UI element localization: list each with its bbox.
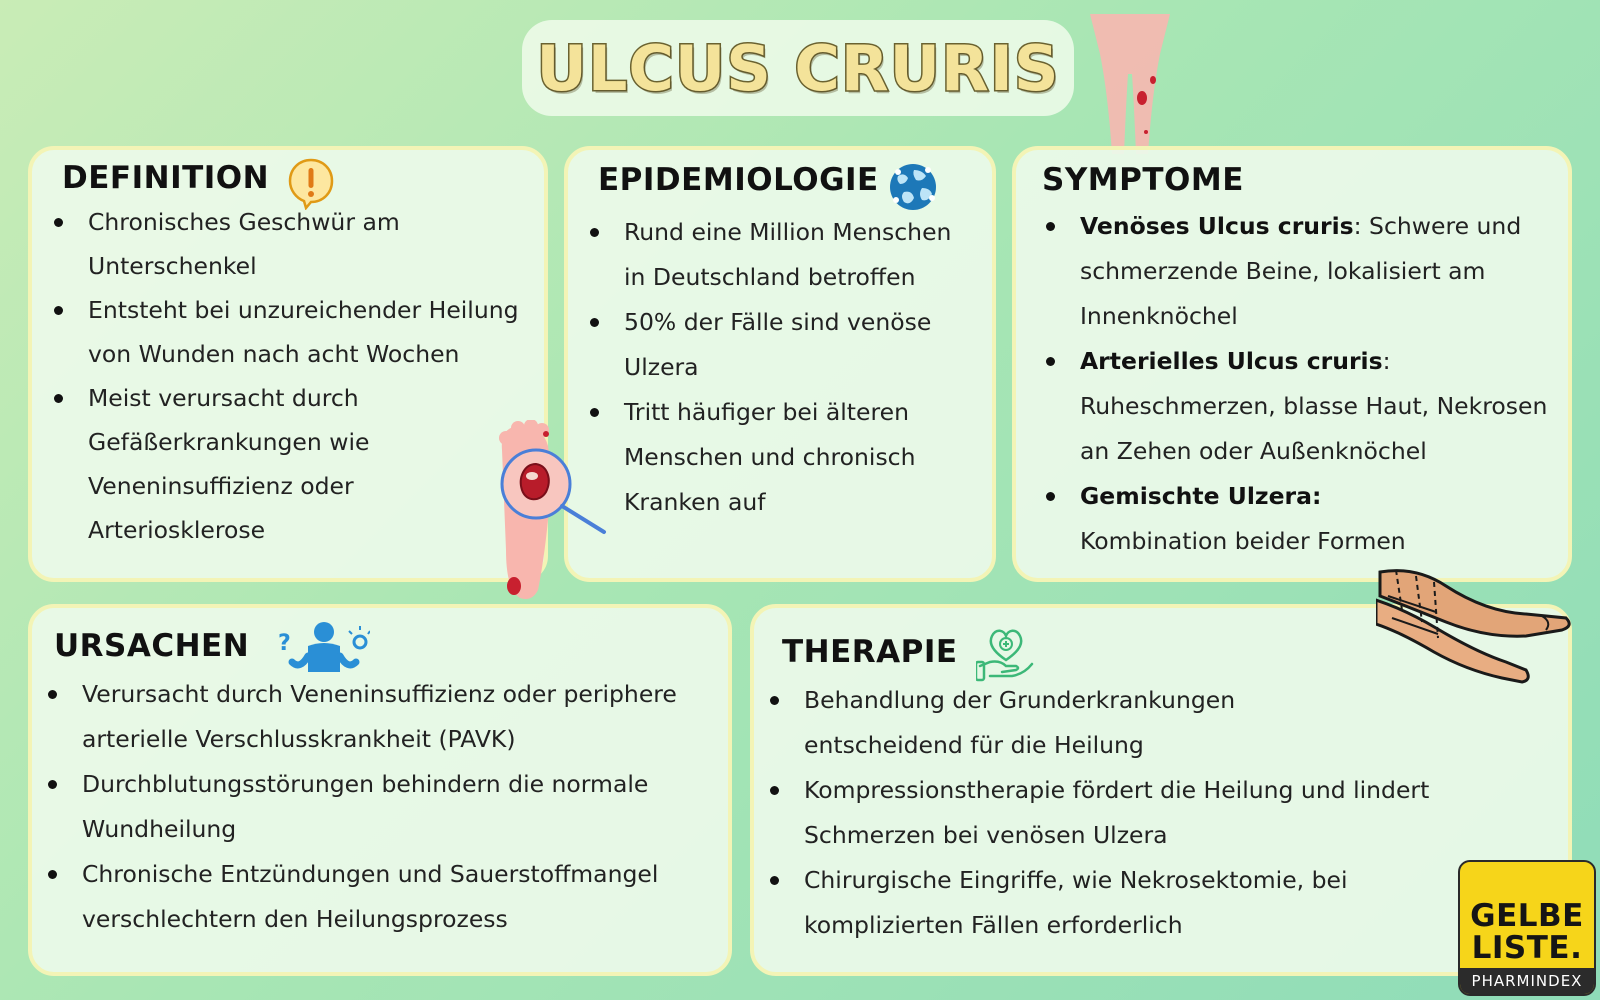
page-title: ULCUS CRURIS [535,30,1060,106]
gelbe-liste-logo: GELBE LISTE. PHARMINDEX [1458,860,1596,996]
list-item: Durchblutungsstörungen behindern die nor… [48,762,724,852]
epidemiologie-card: EPIDEMIOLOGIE Rund eine Million Menschen… [564,146,996,582]
epidemiologie-heading: EPIDEMIOLOGIE [598,162,879,198]
ursachen-heading: URSACHEN [54,628,250,664]
globe-icon [890,164,936,210]
list-item: Verursacht durch Veneninsuffizienz oder … [48,672,724,762]
list-item: 50% der Fälle sind venöse Ulzera [590,300,980,390]
list-item: Meist verursacht durch Gefäßerkrankungen… [54,376,534,552]
list-item: Venöses Ulcus cruris: Schwere und schmer… [1046,204,1566,339]
title-banner: ULCUS CRURIS [522,20,1074,116]
therapie-list: Behandlung der Grunderkrankungen entsche… [770,678,1460,948]
ursachen-list: Verursacht durch Veneninsuffizienz oder … [48,672,724,942]
definition-heading: DEFINITION [62,160,270,196]
list-item: Tritt häufiger bei älteren Menschen und … [590,390,980,525]
svg-text:?: ? [278,631,291,656]
list-item: Entsteht bei unzureichender Heilung von … [54,288,534,376]
list-item: Gemischte Ulzera: Kombination beider For… [1046,474,1566,564]
ursachen-card: URSACHEN ? Verursacht durch Veneninsuffi… [28,604,732,976]
exclamation-icon [288,158,334,210]
logo-sub: PHARMINDEX [1460,968,1594,994]
list-item: Kompressionstherapie fördert die Heilung… [770,768,1460,858]
list-item: Rund eine Million Menschen in Deutschlan… [590,210,980,300]
logo-line2: LISTE. [1471,930,1583,966]
list-item: Chirurgische Eingriffe, wie Nekrosektomi… [770,858,1460,948]
compression-stocking-illustration [1376,569,1571,684]
therapie-heading: THERAPIE [782,634,958,670]
symptome-list: Venöses Ulcus cruris: Schwere und schmer… [1046,204,1566,564]
logo-line1: GELBE [1470,898,1584,934]
list-item: Behandlung der Grunderkrankungen entsche… [770,678,1460,768]
symptome-heading: SYMPTOME [1042,162,1244,198]
heart-hand-icon [976,629,1034,682]
definition-list: Chronisches Geschwür am Unterschenkel En… [54,200,534,552]
definition-card: DEFINITION Chronisches Geschwür am Unter… [28,146,548,582]
therapie-card: THERAPIE Behandlung der Grunderkrankunge… [750,604,1572,976]
symptome-card: SYMPTOME Venöses Ulcus cruris: Schwere u… [1012,146,1572,582]
legs-illustration [1090,14,1170,154]
epidemiologie-list: Rund eine Million Menschen in Deutschlan… [590,210,980,525]
list-item: Chronische Entzündungen und Sauerstoffma… [48,852,724,942]
thinking-person-icon: ? [278,622,370,672]
foot-ulcer-illustration [499,420,606,599]
list-item: Arterielles Ulcus cruris: Ruheschmerzen,… [1046,339,1566,474]
list-item: Chronisches Geschwür am Unterschenkel [54,200,534,288]
